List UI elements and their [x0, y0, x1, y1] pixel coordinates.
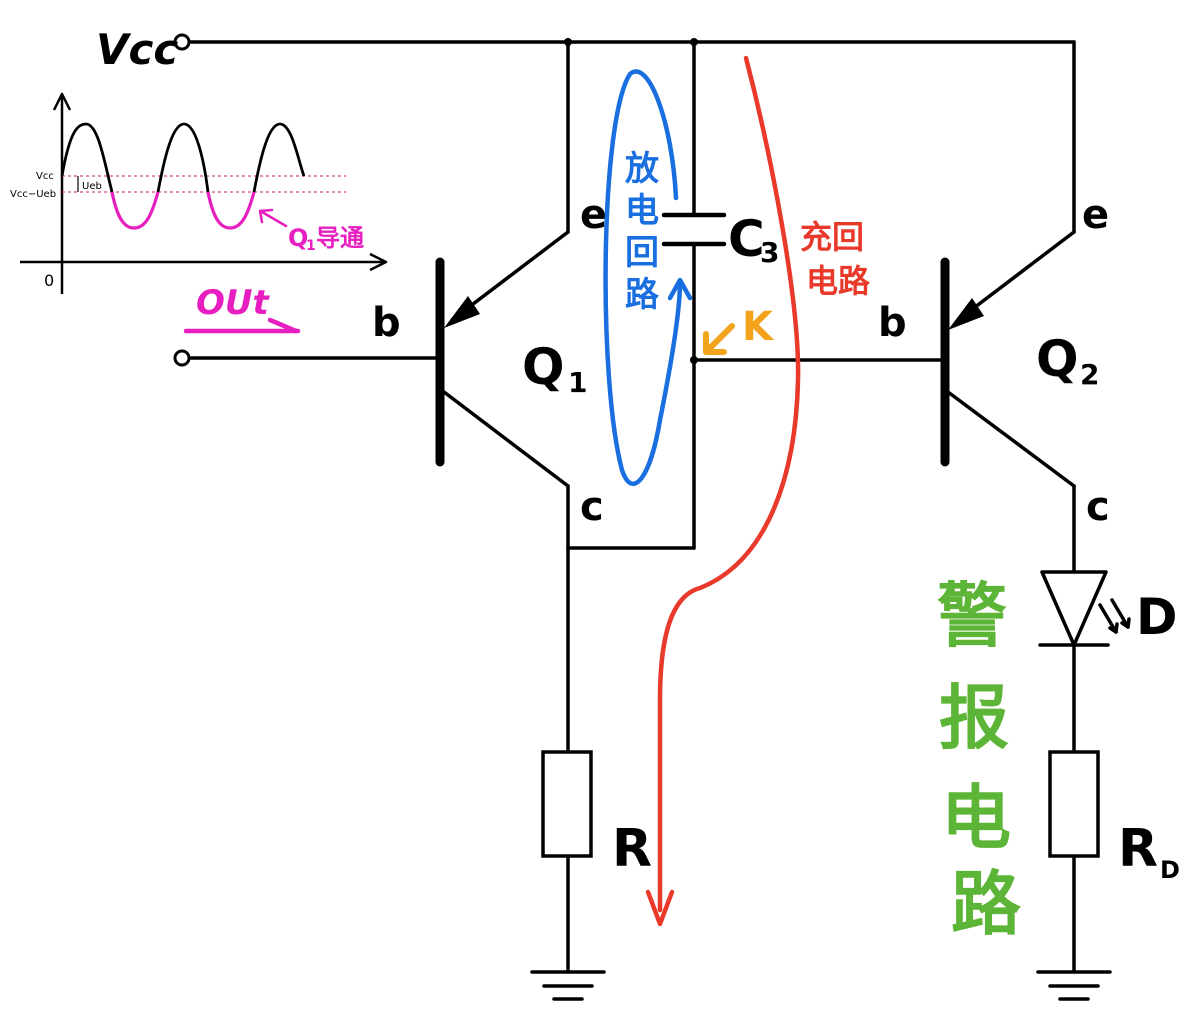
r-label: R — [612, 819, 652, 879]
q2-label-sub: 2 — [1080, 358, 1099, 391]
alarm-char-4: 路 — [951, 863, 1022, 945]
alarm-label: 警 报 电 路 — [937, 575, 1022, 945]
wires — [188, 40, 1076, 974]
junction-dot — [690, 356, 698, 364]
out-annotation: OUt — [183, 283, 301, 334]
ground-q1 — [530, 970, 606, 1001]
junction-dot — [690, 38, 698, 46]
q2-label: Q — [1036, 330, 1079, 388]
input-terminal — [173, 349, 191, 367]
rd-label-sub: D — [1160, 856, 1180, 884]
transistor-q1 — [435, 230, 570, 488]
c3-label: C — [728, 210, 765, 268]
resistor-rd — [1048, 750, 1100, 858]
c3-label-sub: 3 — [760, 236, 779, 269]
charge-label-line1: 充回 — [800, 218, 864, 256]
alarm-char-3: 电 — [941, 777, 1011, 859]
k-pointer: K — [703, 304, 775, 355]
discharge-char-3: 回 — [625, 233, 659, 273]
led-d — [1038, 570, 1131, 647]
inset-origin-label: 0 — [44, 271, 54, 290]
q1-on-label: Q — [288, 224, 308, 252]
q2-collector-label: c — [1086, 484, 1110, 530]
transistor-q2 — [940, 230, 1076, 488]
d-label: D — [1136, 588, 1178, 646]
q1-emitter-arrow — [444, 296, 480, 328]
alarm-char-1: 警 — [937, 575, 1007, 657]
alarm-char-2: 报 — [939, 677, 1009, 759]
discharge-loop: 放 电 回 路 — [603, 69, 693, 486]
inset-vcc-ueb-label: Vcc−Ueb — [10, 189, 56, 200]
q1-on-label-sub: 1 — [306, 238, 316, 254]
vcc-label: Vcc — [96, 25, 178, 74]
q1-on-text: 导通 — [316, 224, 364, 252]
q1-base-label: b — [372, 300, 401, 346]
ground-q2 — [1036, 970, 1112, 1001]
k-label: K — [742, 304, 775, 350]
q2-base-label: b — [878, 300, 907, 346]
charge-label-line2: 电路 — [806, 262, 871, 300]
q1-emitter-label: e — [580, 192, 607, 238]
inset-ueb-label: Ueb — [82, 181, 102, 192]
q2-emitter-arrow — [948, 298, 984, 330]
junction-dot — [564, 38, 572, 46]
q1-label: Q — [522, 338, 565, 396]
q2-emitter-label: e — [1082, 192, 1109, 238]
out-label: OUt — [196, 283, 271, 323]
vcc-terminal — [173, 33, 191, 51]
inset-vcc-label: Vcc — [36, 171, 54, 182]
discharge-char-2: 电 — [625, 191, 659, 231]
discharge-char-4: 路 — [625, 275, 660, 315]
capacitor-c3 — [661, 212, 727, 247]
charge-path: 充回 电路 — [645, 55, 871, 927]
resistor-r — [541, 750, 593, 858]
q1-label-sub: 1 — [568, 366, 587, 399]
waveform-inset: Vcc Vcc−Ueb Ueb 0 Q 1 导通 — [10, 92, 388, 294]
discharge-char-1: 放 — [625, 149, 659, 189]
q1-collector-label: c — [580, 484, 604, 530]
rd-label: R — [1118, 819, 1158, 879]
